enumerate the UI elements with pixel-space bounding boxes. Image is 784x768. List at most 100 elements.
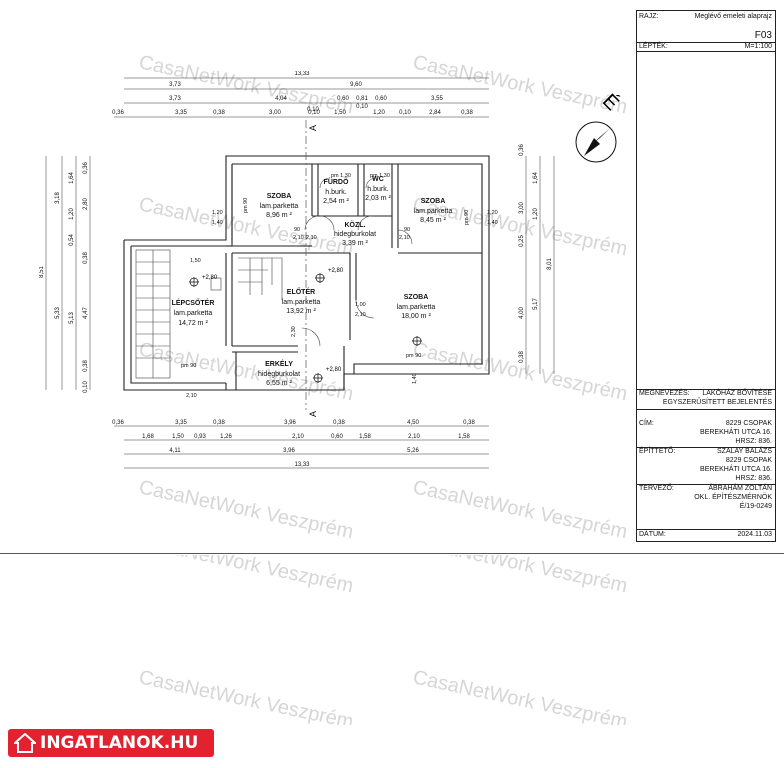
room-area: 2,54 m ² xyxy=(323,198,349,205)
dim-label: 0,36 xyxy=(519,144,525,156)
opening-label: pm 90 xyxy=(181,363,196,369)
dim-label: 9,60 xyxy=(350,82,362,88)
floor-plan: CasaNetWork Veszprém CasaNetWork Veszpré… xyxy=(39,51,629,543)
staircase xyxy=(135,249,283,379)
dim-label: 0,10 xyxy=(83,381,89,393)
tervezo-line1: ÁBRAHÁM ZOLTÁN xyxy=(708,485,772,492)
opening-label: 2,10 xyxy=(399,235,410,241)
walls xyxy=(123,155,490,391)
dim-label: 1,64 xyxy=(69,172,75,184)
dim-label: 3,73 xyxy=(169,96,181,102)
room-floor: lam.parketta xyxy=(414,208,453,215)
dim-label: 3,73 xyxy=(169,82,181,88)
opening-label: 90 xyxy=(404,227,410,233)
cim-line3: HRSZ: 836. xyxy=(735,438,772,445)
room-labels: SZOBA lam.parketta 8,96 m ² FÜRDŐ h.burk… xyxy=(172,176,453,387)
watermark: CasaNetWork Veszprém xyxy=(411,338,629,405)
dim-label: 13,33 xyxy=(294,462,310,468)
epitteto-line4: HRSZ: 836. xyxy=(735,475,772,482)
opening-label: 1,40 xyxy=(487,220,498,226)
opening-label: 2,10 xyxy=(293,235,304,241)
dim-label: 0,38 xyxy=(213,110,225,116)
dim-label: 0,38 xyxy=(83,252,89,264)
dim-label: 1,20 xyxy=(373,110,385,116)
dim-label: 2,10 xyxy=(408,434,420,440)
dim-label: 0,38 xyxy=(461,110,473,116)
door-swings xyxy=(301,177,413,347)
opening-label: 1,20 xyxy=(212,210,223,216)
ingatlanok-logo[interactable]: INGATLANOK.HU xyxy=(8,729,214,757)
dimension-lines xyxy=(45,77,555,469)
dim-label: 2,84 xyxy=(429,110,441,116)
dim-label: 0,25 xyxy=(519,235,525,247)
megnevezes-line1: LAKÓHÁZ BŐVÍTÉSE xyxy=(702,390,772,397)
tervezo-line3: É/19-0249 xyxy=(739,503,772,510)
watermark: CasaNetWork Veszprém xyxy=(137,666,355,725)
watermark: CasaNetWork Veszprém xyxy=(137,476,355,543)
rajz-label: RAJZ: xyxy=(639,13,659,20)
lower-watermark: CasaNetWork Veszprém CasaNetWork Veszpré… xyxy=(137,555,629,725)
dim-label: 4,11 xyxy=(169,448,181,454)
room-area: 18,00 m ² xyxy=(401,313,431,320)
dim-label: 5,33 xyxy=(55,307,61,319)
dim-label: 0,10 xyxy=(356,104,368,110)
level-value: +2,80 xyxy=(328,268,344,274)
level-markers: +2,80 +2,80 +2,80 xyxy=(189,268,422,383)
megnevezes-label: MEGNEVEZÉS: xyxy=(639,390,690,397)
dim-label: 1,58 xyxy=(458,434,470,440)
sheet-code: F03 xyxy=(754,30,772,41)
rajz-value: Meglévő emeleti alaprajz xyxy=(694,13,772,20)
dim-label: 4,00 xyxy=(519,307,525,319)
room-area: 3,39 m ² xyxy=(342,240,368,247)
room-name: FÜRDŐ xyxy=(324,177,349,186)
dimension-labels: 13,33 3,73 9,60 3,73 4,04 0,60 0,81 0,60… xyxy=(112,71,475,468)
opening-label: pm 90 xyxy=(243,198,249,213)
dim-label: 0,93 xyxy=(194,434,206,440)
dim-label: 5,17 xyxy=(533,298,539,310)
watermark: CasaNetWork Veszprém xyxy=(411,476,629,543)
dim-label: 3,96 xyxy=(284,420,296,426)
opening-label: 2,10 xyxy=(186,393,197,399)
dim-label: 4,04 xyxy=(275,96,287,102)
room-name: LÉPCSŐTÉR xyxy=(172,298,215,307)
epitteto-line1: SZALAY BALÁZS xyxy=(717,448,772,455)
dim-label: 1,20 xyxy=(533,208,539,220)
room-name: SZOBA xyxy=(421,198,446,205)
epitteto-label: ÉPÍTTETŐ: xyxy=(639,448,676,455)
opening-label: 1,20 xyxy=(487,210,498,216)
dim-label: 0,10 xyxy=(399,110,411,116)
scale-value: M=1:100 xyxy=(744,43,772,50)
dim-label: 3,00 xyxy=(269,110,281,116)
opening-label: 90 xyxy=(294,227,300,233)
dim-label: 13,33 xyxy=(294,71,310,77)
dim-label: 5,13 xyxy=(69,312,75,324)
dim-label: 0,10 xyxy=(308,110,320,116)
dim-label: 1,64 xyxy=(533,172,539,184)
dim-label: 1,20 xyxy=(69,208,75,220)
room-name: ELŐTÉR xyxy=(287,287,315,296)
dim-label: 2,10 xyxy=(292,434,304,440)
dim-label: 0,38 xyxy=(463,420,475,426)
room-name: KÖZL. xyxy=(345,220,366,229)
room-floor: lam.parketta xyxy=(260,203,299,210)
dim-label: 0,81 xyxy=(356,96,368,102)
opening-label: pm 90 xyxy=(464,210,470,225)
dim-label: 0,38 xyxy=(333,420,345,426)
dim-label: 0,36 xyxy=(83,162,89,174)
house-icon xyxy=(14,733,36,753)
watermark: CasaNetWork Veszprém xyxy=(411,555,629,597)
megnevezes-line2: EGYSZERŰSÍTETT BEJELENTÉS xyxy=(662,399,772,406)
opening-label: 2,10 xyxy=(306,235,317,241)
dim-label: 8,01 xyxy=(547,258,553,270)
room-area: 6,55 m ² xyxy=(266,380,292,387)
opening-label: 1,40 xyxy=(212,220,223,226)
room-name: ERKÉLY xyxy=(265,359,293,368)
room-floor: h.burk. xyxy=(325,189,346,196)
dim-label: 2,80 xyxy=(83,198,89,210)
room-area: 14,72 m ² xyxy=(178,320,208,327)
dim-label: 1,68 xyxy=(142,434,154,440)
watermark: CasaNetWork Veszprém xyxy=(411,51,629,118)
cim-line1: 8229 CSOPAK xyxy=(725,420,772,427)
vertical-dimension-labels: 8,51 3,18 5,33 1,64 1,20 0,54 5,13 0,36 … xyxy=(39,144,553,393)
dim-label: 0,38 xyxy=(213,420,225,426)
